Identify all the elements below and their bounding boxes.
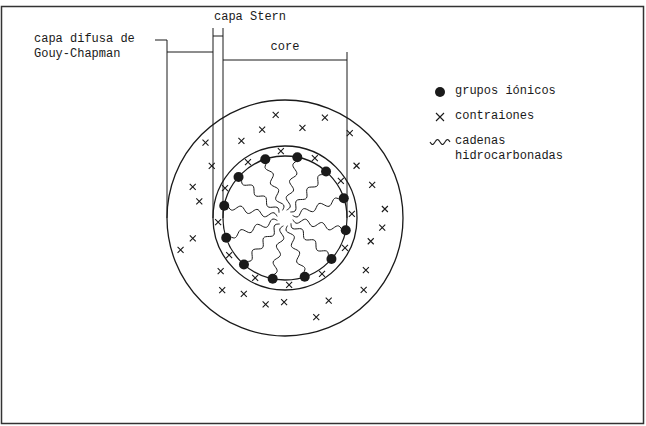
hydrocarbon-chain [265,163,284,210]
counterion [286,282,292,288]
counterion [245,159,251,165]
counterion [313,314,319,320]
leader-line [167,40,168,46]
leader-line [155,40,167,41]
bracket-line [167,52,213,53]
bracket-tick [223,28,224,218]
counterion [382,206,388,212]
counterion [215,219,221,225]
ionic-group [221,233,231,243]
counterion [196,198,202,204]
counterion [178,247,184,253]
hydrocarbon-chain [247,224,280,261]
counterion [326,298,332,304]
counterion [312,155,318,161]
bracket-tick [347,52,348,218]
counterion [259,127,265,133]
ionic-group [341,225,351,235]
ionic-group [292,152,302,162]
ionic-group [260,154,270,164]
counterion [338,178,344,184]
legend-text: cadenas hidrocarbonadas [455,134,605,164]
counterion [319,271,325,277]
counterion [281,299,287,305]
ionic-group [234,172,244,182]
core-label: core [271,40,300,55]
layer-circle [213,146,357,290]
legend-symbol [436,113,444,121]
counterion [226,252,232,258]
bracket-tick [213,28,214,218]
hydrocarbon-chain [291,223,328,256]
ionic-group [321,167,331,177]
legend-symbol [430,140,450,145]
legend-text: contraiones [455,109,605,124]
counterion [299,125,305,131]
counterion [363,267,369,273]
counterion [273,112,279,118]
ionic-group [300,272,310,282]
layer-circle [223,156,347,280]
counterion [219,287,225,293]
counterion [354,163,360,169]
layer-label: capa difusa de Gouy-Chapman [34,32,152,62]
hydrocarbon-chain [293,198,340,217]
bracket-tick [167,46,168,218]
ionic-group [219,201,229,211]
ionic-group [326,254,336,264]
legend-symbol [435,87,445,97]
legend-text: grupos iónicos [455,84,605,99]
counterion [238,138,244,144]
counterion [436,113,444,121]
counterion [252,275,258,281]
counterion [368,238,374,244]
hydrocarbon-chain [242,180,279,213]
counterion [241,291,247,297]
counterion [263,301,269,307]
layer-circle [167,100,403,336]
frame [2,7,644,424]
counterion [369,182,375,188]
counterion [190,235,196,241]
counterion [342,245,348,251]
counterion [322,115,328,121]
ionic-group [268,274,278,284]
counterion [347,130,353,136]
counterion [349,211,355,217]
hydrocarbon-chain [290,175,323,212]
hydrocarbon-chain [286,226,305,273]
counterion [361,287,367,293]
bracket-line [223,60,347,61]
counterion [202,140,208,146]
ionic-group [239,259,249,269]
bracket-line [213,36,223,37]
hydrocarbon-chain [230,219,277,238]
counterion [209,163,215,169]
layer-label: capa Stern [214,10,286,25]
counterion [278,148,284,154]
counterion [190,184,196,190]
counterion [379,225,385,231]
counterion [218,268,224,274]
